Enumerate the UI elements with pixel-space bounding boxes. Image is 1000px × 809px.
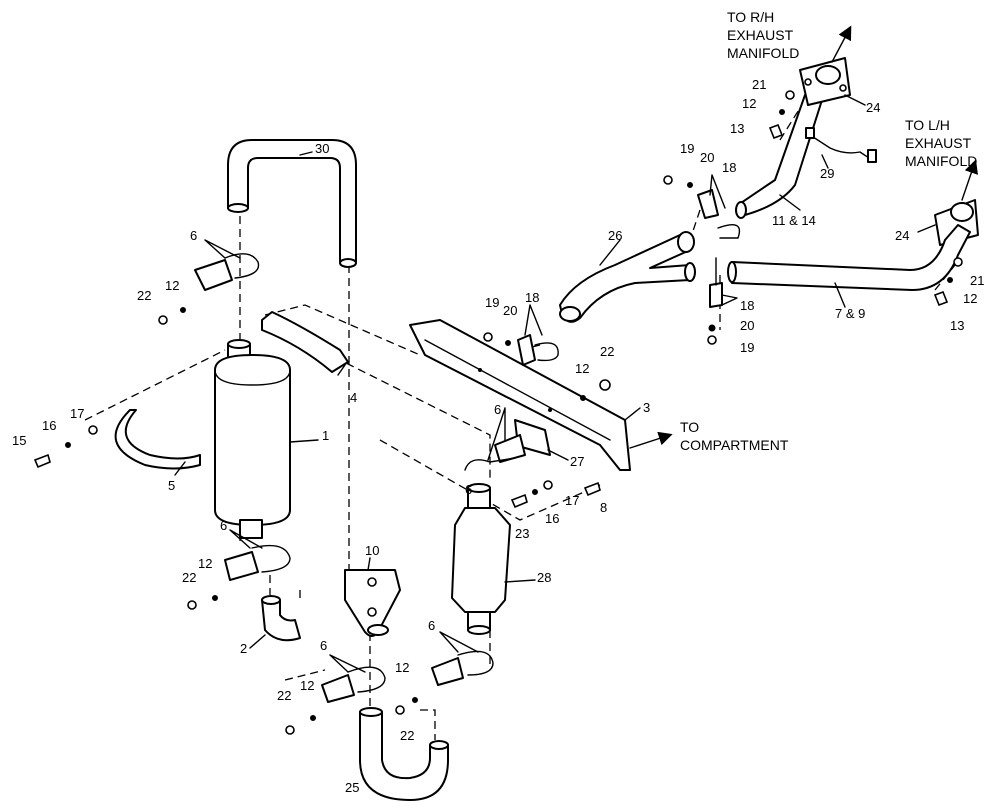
callout-21: 21 [752,77,766,92]
callout-8: 8 [600,500,607,515]
callout-25: 25 [345,780,359,795]
callout-17: 17 [70,406,84,421]
hanger-18 [697,189,741,239]
callout-19: 19 [485,295,499,310]
callout-22: 22 [277,688,291,703]
callouts: 30 6 12 22 4 1 17 16 15 5 6 12 22 2 10 6… [12,77,984,795]
callout-11-14: 11 & 14 [772,213,816,228]
callout-6: 6 [220,518,227,533]
callout-13: 13 [730,121,744,136]
callout-12: 12 [198,556,212,571]
note-line: COMPARTMENT [680,437,789,453]
callout-24: 24 [866,100,880,115]
callout-6: 6 [465,482,472,497]
callout-20: 20 [740,318,754,333]
callout-22: 22 [400,728,414,743]
callout-22: 22 [182,570,196,585]
pipe-25 [359,707,449,801]
callout-6: 6 [190,228,197,243]
note-line: TO [680,419,699,435]
callout-6: 6 [494,402,501,417]
callout-20: 20 [700,150,714,165]
pipe-7-9 [727,224,971,291]
callout-15: 15 [12,433,26,448]
pipe-11-14 [735,94,823,219]
hanger-18 [517,334,559,366]
flange-24-rh [799,57,851,106]
callout-4: 4 [350,390,357,405]
callout-29: 29 [820,166,834,181]
callout-6: 6 [320,638,327,653]
callout-1: 1 [322,428,329,443]
callout-12: 12 [300,678,314,693]
callout-19: 19 [680,141,694,156]
bracket-4 [261,311,349,373]
callout-16: 16 [545,511,559,526]
callout-22: 22 [137,288,151,303]
u-bolt-clamp [321,666,386,703]
callout-22: 22 [600,344,614,359]
u-bolt-clamp [464,434,526,471]
callout-12: 12 [742,96,756,111]
u-bolt-clamp [224,544,291,581]
callout-28: 28 [537,570,551,585]
sensor-29 [805,127,877,163]
callout-17: 17 [565,493,579,508]
callout-3: 3 [643,400,650,415]
callout-18: 18 [722,160,736,175]
callout-5: 5 [168,478,175,493]
callout-16: 16 [42,418,56,433]
callout-12: 12 [165,278,179,293]
callout-18: 18 [525,290,539,305]
note-compartment: TO COMPARTMENT [680,419,789,453]
note-line: MANIFOLD [727,45,799,61]
note-lh-manifold: TO L/H EXHAUST MANIFOLD [905,117,977,169]
note-line: TO L/H [905,117,950,133]
y-pipe-26 [559,231,696,323]
u-bolt-clamp [431,650,494,686]
u-bolt-clamp [194,253,260,291]
note-line: MANIFOLD [905,153,977,169]
direction-arrows [629,25,978,449]
callout-7-9: 7 & 9 [835,306,865,321]
catalytic-converter-28 [451,483,511,635]
callout-24: 24 [895,228,909,243]
callout-30: 30 [315,141,329,156]
callout-12: 12 [395,660,409,675]
callout-13: 13 [950,318,964,333]
note-rh-manifold: TO R/H EXHAUST MANIFOLD [727,9,799,61]
note-line: EXHAUST [727,27,794,43]
callout-10: 10 [365,543,379,558]
hanger-bracket-10 [344,569,401,637]
hardware [33,90,963,735]
leader-lines [174,94,936,673]
muffler-1 [214,339,291,539]
callout-19: 19 [740,340,754,355]
strap-5 [114,409,201,470]
note-line: TO R/H [727,9,774,25]
note-line: EXHAUST [905,135,972,151]
callout-12: 12 [575,361,589,376]
elbow-2 [261,595,301,642]
callout-6: 6 [428,618,435,633]
tail-pipe-30 [227,139,357,268]
callout-27: 27 [570,454,584,469]
callout-18: 18 [740,298,754,313]
callout-2: 2 [240,641,247,656]
callout-23: 23 [515,526,529,541]
crossmember-3 [409,319,631,471]
hanger-18 [709,257,723,308]
callout-26: 26 [608,228,622,243]
callout-20: 20 [503,303,517,318]
callout-12: 12 [963,291,977,306]
callout-21: 21 [970,273,984,288]
